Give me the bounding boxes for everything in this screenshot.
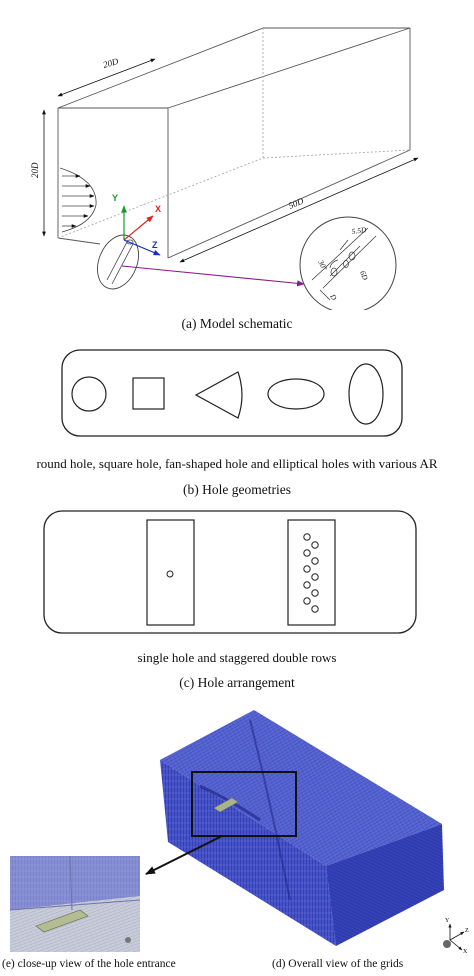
round-hole-shape	[71, 376, 107, 412]
hole-arrangement-figure	[43, 510, 417, 634]
ellipse-hole-wide-shape	[267, 378, 325, 410]
staggered-holes	[303, 533, 319, 613]
caption-d: (d) Overall view of the grids	[272, 958, 404, 970]
caption-b: (b) Hole geometries	[183, 482, 291, 497]
dimension-length	[179, 157, 419, 263]
geometries-description: round hole, square hole, fan-shaped hole…	[36, 456, 438, 471]
x-axis-label: X	[155, 204, 161, 214]
mesh-top-face	[160, 710, 442, 866]
arrangement-description: single hole and staggered double rows	[137, 650, 337, 665]
dimension-top	[57, 58, 156, 97]
single-hole	[166, 570, 174, 578]
inlet-profile	[59, 167, 97, 233]
inset-leader-arrow	[121, 265, 305, 287]
zoom-box	[191, 771, 297, 837]
inset-spacing-label: 6D	[358, 269, 370, 281]
axis-triad-d: Y Z X	[443, 918, 469, 955]
ellipse-hole-tall-shape	[348, 363, 384, 425]
z-axis-label: Z	[152, 240, 158, 250]
closeup-view	[9, 855, 141, 952]
y-axis-label: Y	[112, 193, 118, 203]
dimension-top-label: 20D	[102, 56, 120, 70]
model-schematic-figure: 20D 20D 50D Y X Z	[30, 27, 419, 310]
single-hole-plate	[146, 519, 195, 626]
hole-pipe	[106, 239, 134, 285]
grids-figure: Y Z X	[9, 710, 469, 955]
arrangement-frame	[43, 510, 417, 634]
hole-surface	[213, 797, 239, 813]
zoom-arrow	[145, 835, 223, 875]
hole-region-circle	[97, 234, 139, 290]
closeup-hole-surface	[35, 909, 89, 933]
axis-d-y: Y	[445, 918, 450, 924]
overall-mesh-box	[160, 710, 444, 946]
caption-c: (c) Hole arrangement	[179, 675, 295, 690]
hole-geometries-figure	[61, 349, 403, 437]
mesh-front-face	[326, 824, 444, 946]
dimension-side-label: 20D	[30, 162, 40, 178]
mesh-side-face	[160, 760, 336, 946]
fan-hole-shape	[194, 371, 243, 419]
axis-d-z: Z	[465, 928, 469, 934]
caption-e: (e) close-up view of the hole entrance	[2, 958, 176, 970]
inset-detail: 5.5D 30° 6D D	[299, 216, 397, 310]
x-axis-arrow	[123, 215, 154, 241]
inset-pitch-label: 5.5D	[351, 225, 367, 236]
double-row-plate	[287, 519, 336, 626]
square-hole-shape	[132, 377, 165, 410]
z-axis-arrow	[123, 239, 161, 256]
caption-a: (a) Model schematic	[181, 316, 293, 331]
axis-d-x: X	[463, 949, 468, 955]
geometries-frame	[61, 349, 403, 437]
inset-diameter-label: D	[328, 292, 339, 303]
